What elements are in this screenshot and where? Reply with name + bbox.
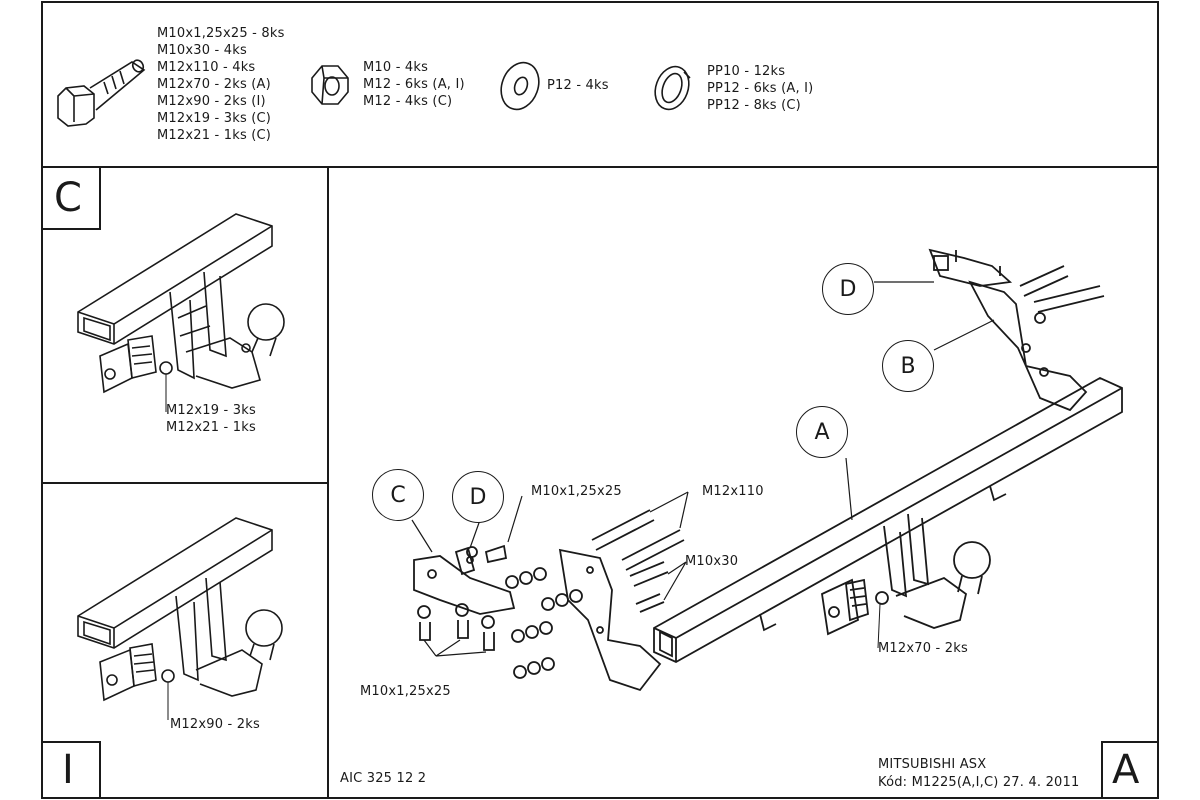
bolt-item: M12x21 - 1ks (C) [157, 128, 272, 143]
washer-list: P12 - 4ks [547, 77, 609, 94]
washer-item: P12 - 4ks [547, 78, 609, 93]
callout-b: B [882, 340, 934, 392]
label-bolt-m10x1-25x25-bottom: M10x1,25x25 [360, 684, 451, 699]
panel-i-towbar-drawing [77, 517, 283, 720]
callout-d: D [822, 263, 874, 315]
drawing-code: AIC 325 12 2 [340, 771, 427, 786]
nut-list: M10 - 4ks M12 - 6ks (A, I) M12 - 4ks (C) [363, 59, 465, 110]
panel-i-label: M12x90 - 2ks [170, 717, 260, 732]
callout-a: A [796, 406, 848, 458]
letter-box-i [41, 741, 101, 799]
panel-c-label: M12x19 - 3ks [166, 403, 256, 418]
callout-d: D [452, 471, 504, 523]
letter-box-a [1101, 741, 1159, 799]
panel-c-label: M12x21 - 1ks [166, 420, 256, 435]
nut-item: M10 - 4ks [363, 60, 429, 75]
panel-letter-a: A [1112, 747, 1140, 793]
spring-washer-item: PP10 - 12ks [707, 64, 786, 79]
letter-box-c [41, 166, 101, 230]
spring-washer-list: PP10 - 12ks PP12 - 6ks (A, I) PP12 - 8ks… [707, 63, 813, 114]
bolt-item: M10x30 - 4ks [157, 43, 247, 58]
product-code: Kód: M1225(A,I,C) 27. 4. 2011 [878, 775, 1080, 790]
spring-washer-item: PP12 - 6ks (A, I) [707, 81, 814, 96]
sheet-frame [41, 1, 1159, 799]
label-bolt-m12x70: M12x70 - 2ks [878, 641, 968, 656]
bolt-item: M10x1,25x25 - 8ks [157, 26, 285, 41]
vehicle-model: MITSUBISHI ASX [878, 757, 987, 772]
label-bolt-m10x1-25x25: M10x1,25x25 [531, 484, 622, 499]
spring-washer-item: PP12 - 8ks (C) [707, 98, 801, 113]
nut-item: M12 - 4ks (C) [363, 94, 453, 109]
bolt-item: M12x110 - 4ks [157, 60, 256, 75]
bolt-item: M12x19 - 3ks (C) [157, 111, 272, 126]
main-assembly-drawing [411, 248, 1123, 692]
panel-letter-c: C [54, 175, 82, 221]
bolt-icon [57, 59, 146, 127]
label-bolt-m12x110: M12x110 [702, 484, 764, 499]
bolt-item: M12x70 - 2ks (A) [157, 77, 271, 92]
nut-icon [311, 65, 349, 105]
panel-c-towbar-drawing [77, 213, 285, 412]
washer-icon [500, 61, 540, 111]
callout-c: C [372, 469, 424, 521]
nut-item: M12 - 6ks (A, I) [363, 77, 465, 92]
label-bolt-m10x30: M10x30 [685, 554, 739, 569]
panel-letter-i: I [62, 747, 74, 793]
bolt-item: M12x90 - 2ks (I) [157, 94, 266, 109]
bolt-list: M10x1,25x25 - 8ks M10x30 - 4ks M12x110 -… [157, 25, 285, 144]
spring-washer-icon [654, 65, 691, 111]
